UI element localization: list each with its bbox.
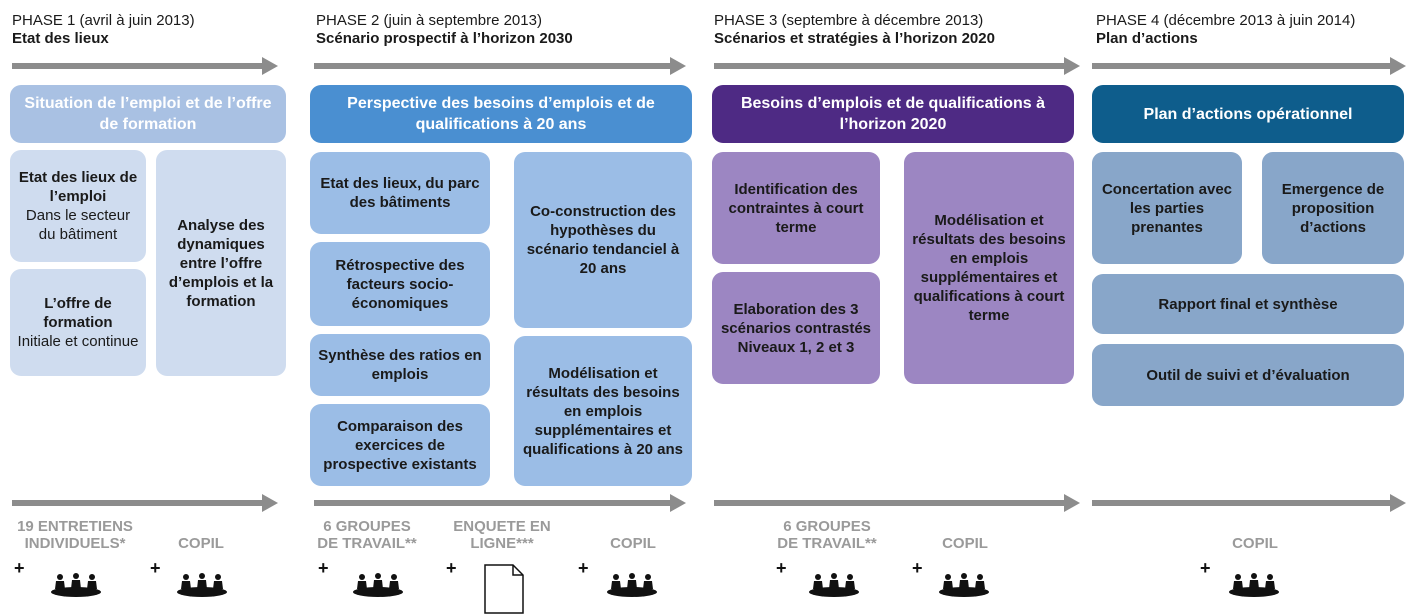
people-icon [1229,573,1279,597]
phase-2-subtitle: Scénario prospectif à l’horizon 2030 [316,30,573,47]
phase-2-card-parc-title: Etat des lieux, du parc des bâtiments [320,175,480,211]
phase-2-card-retro-title: Rétrospective des facteurs socio-économi… [335,256,465,312]
phase-2-card-coconstruction: Co-construction des hypothèses du scénar… [514,152,692,328]
phase-2-card-comparaison-title: Comparaison des exercices de prospective… [323,417,477,473]
phase-1-card-emploi-title: Etat des lieux de l’emploi [18,169,138,205]
phase-3-card-modelisation-title: Modélisation et résultats des besoins en… [912,212,1066,324]
phase-1-title: PHASE 1 (avril à juin 2013) [12,12,195,29]
phase-4-subtitle: Plan d’actions [1096,30,1198,47]
plus-sign: + [1200,558,1211,578]
phase-2-bottom-arrow [314,494,686,512]
phase-2-bottom-label-groupes: 6 GROUPES DE TRAVAIL** [317,518,417,552]
phase-3-bottom-arrow [714,494,1080,512]
phase-1-card-analyse-title: Analyse des dynamiques entre l’offre d’e… [168,216,274,310]
people-icon [809,573,859,597]
phase-1-heading: PHASE 1 (avril à juin 2013) Etat des lie… [12,12,292,48]
phase-1-subtitle: Etat des lieux [12,30,109,47]
phase-4-card-concertation: Concertation avec les parties prenantes [1092,152,1242,264]
phase-1-bottom-label-copil: COPIL [178,535,224,552]
phase-1-card-formation-text: Initiale et continue [17,333,139,350]
phase-1-card-formation: L’offre de formation Initiale et continu… [10,269,146,376]
phase-2-header-box: Perspective des besoins d’emplois et de … [310,85,692,143]
phase-3-header-text: Besoins d’emplois et de qualifications à… [740,95,1046,133]
phase-1-top-arrow [12,57,278,75]
people-icon [177,573,227,597]
phase-4-heading: PHASE 4 (décembre 2013 à juin 2014) Plan… [1096,12,1396,48]
phase-1-bottom-arrow [12,494,278,512]
plus-sign: + [578,558,589,578]
phase-1-header-text: Situation de l’emploi et de l’offre de f… [24,95,272,133]
plus-sign: + [912,558,923,578]
phase-4-bottom-label-copil: COPIL [1232,535,1278,552]
phase-4-card-emergence-title: Emergence de proposition d’actions [1281,180,1385,236]
phase-4-card-rapport: Rapport final et synthèse [1092,274,1404,334]
people-icon [353,573,403,597]
phase-3-bottom-label-copil: COPIL [942,535,988,552]
phase-3-header-box: Besoins d’emplois et de qualifications à… [712,85,1074,143]
phase-3-bottom-label-groupes: 6 GROUPES DE TRAVAIL** [777,518,877,552]
people-icon [607,573,657,597]
phase-3-card-elaboration-title: Elaboration des 3 scénarios contrastés N… [720,300,872,356]
phase-4-card-outil: Outil de suivi et d’évaluation [1092,344,1404,406]
plus-sign: + [150,558,161,578]
phase-4-bottom-arrow [1092,494,1406,512]
phase-4-header-box: Plan d’actions opérationnel [1092,85,1404,143]
phase-3-card-identification: Identification des contraintes à court t… [712,152,880,264]
phase-2-title: PHASE 2 (juin à septembre 2013) [316,12,542,29]
phase-2-header-text: Perspective des besoins d’emplois et de … [347,95,655,133]
phase-1-card-emploi-text: Dans le secteur du bâtiment [25,207,131,243]
phase-3-top-arrow [714,57,1080,75]
phase-2-card-retro: Rétrospective des facteurs socio-économi… [310,242,490,326]
phase-4-top-arrow [1092,57,1406,75]
phase-4-card-concertation-title: Concertation avec les parties prenantes [1101,180,1233,236]
phase-3-card-modelisation: Modélisation et résultats des besoins en… [904,152,1074,384]
phase-2-top-arrow [314,57,686,75]
phase-1-bottom-label-entretiens: 19 ENTRETIENS INDIVIDUELS* [17,518,133,552]
phase-1-card-emploi: Etat des lieux de l’emploi Dans le secte… [10,150,146,262]
phase-2-card-coconstruction-title: Co-construction des hypothèses du scénar… [526,203,680,277]
phase-2-bottom-label-enquete: ENQUETE EN LIGNE*** [453,518,551,552]
phase-2-heading: PHASE 2 (juin à septembre 2013) Scénario… [316,12,696,48]
document-icon [484,564,524,614]
people-icon [51,573,101,597]
phase-3-card-elaboration: Elaboration des 3 scénarios contrastés N… [712,272,880,384]
phase-1-card-formation-title: L’offre de formation [43,295,113,331]
phase-4-card-outil-title: Outil de suivi et d’évaluation [1146,366,1350,384]
phase-4-header-text: Plan d’actions opérationnel [1143,105,1353,123]
plus-sign: + [318,558,329,578]
phase-1-card-analyse: Analyse des dynamiques entre l’offre d’e… [156,150,286,376]
phase-3-heading: PHASE 3 (septembre à décembre 2013) Scén… [714,12,1074,48]
phase-4-card-emergence: Emergence de proposition d’actions [1262,152,1404,264]
plus-sign: + [776,558,787,578]
phase-2-card-parc: Etat des lieux, du parc des bâtiments [310,152,490,234]
phase-1-header-box: Situation de l’emploi et de l’offre de f… [10,85,286,143]
phase-2-card-ratios: Synthèse des ratios en emplois [310,334,490,396]
phase-3-card-identification-title: Identification des contraintes à court t… [728,180,864,236]
phase-3-title: PHASE 3 (septembre à décembre 2013) [714,12,984,29]
phase-2-card-modelisation-title: Modélisation et résultats des besoins en… [522,364,684,458]
plus-sign: + [446,558,457,578]
phase-2-bottom-label-copil: COPIL [610,535,656,552]
phase-2-card-ratios-title: Synthèse des ratios en emplois [318,347,482,383]
people-icon [939,573,989,597]
phase-3-subtitle: Scénarios et stratégies à l’horizon 2020 [714,30,995,47]
phase-2-card-modelisation: Modélisation et résultats des besoins en… [514,336,692,486]
phase-2-card-comparaison: Comparaison des exercices de prospective… [310,404,490,486]
plus-sign: + [14,558,25,578]
phase-4-title: PHASE 4 (décembre 2013 à juin 2014) [1096,12,1356,29]
phase-4-card-rapport-title: Rapport final et synthèse [1158,295,1338,313]
